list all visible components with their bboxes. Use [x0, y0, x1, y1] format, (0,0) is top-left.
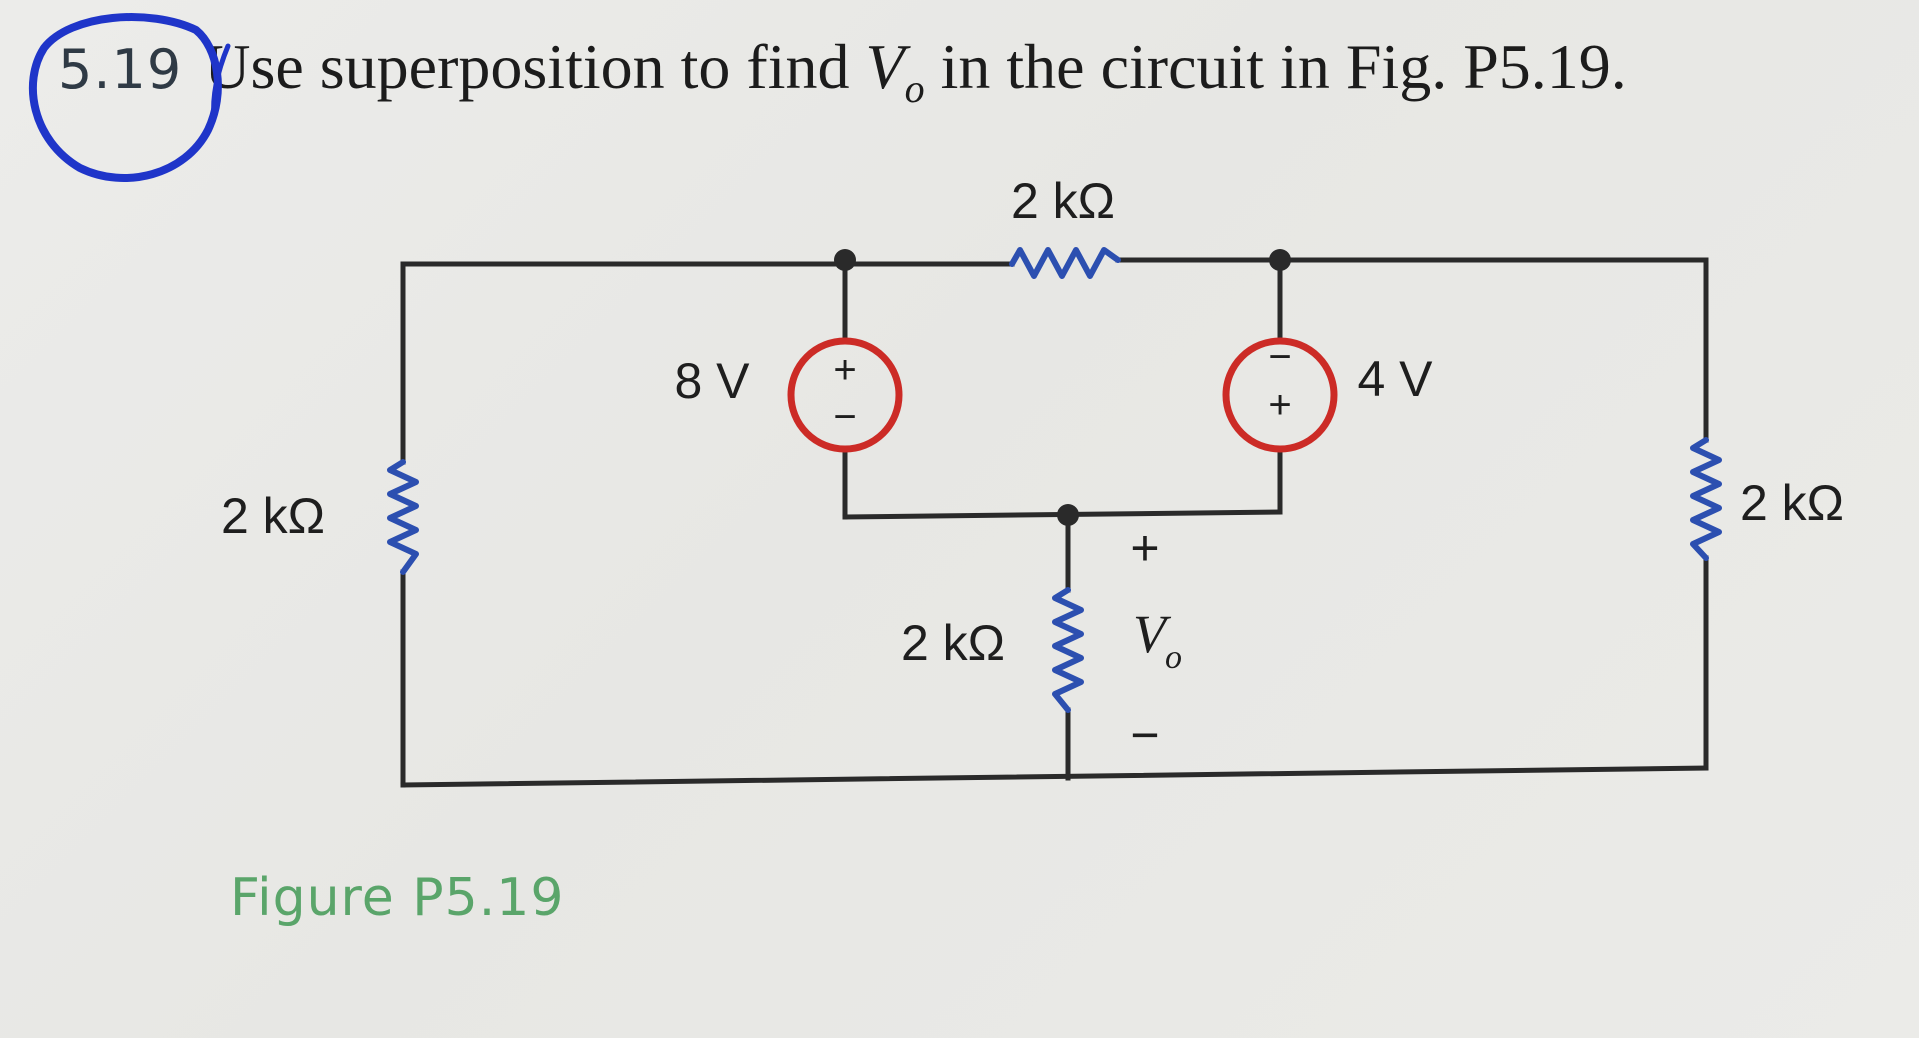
problem-text-before: Use superposition to find [204, 31, 866, 102]
label-source-4v: 4 V [1357, 351, 1433, 407]
source-8v-minus: − [833, 395, 856, 439]
resistors [387, 247, 1722, 713]
vo-plus-sign: + [1130, 520, 1159, 576]
vo-label: V [1133, 604, 1172, 664]
label-resistor-top: 2 kΩ [1011, 173, 1115, 229]
vo-subscript: o [1165, 639, 1182, 676]
label-resistor-middle: 2 kΩ [901, 615, 1005, 671]
voltage-source-4v: − + [1222, 335, 1338, 453]
node-top-right [1269, 249, 1291, 271]
node-top-left [834, 249, 856, 271]
problem-text: Use superposition to find Vo in the circ… [204, 30, 1627, 111]
resistor-left [387, 459, 419, 575]
figure-caption: Figure P5.19 [230, 868, 565, 928]
source-8v-circle [787, 337, 903, 453]
source-4v-minus: − [1268, 335, 1291, 379]
source-4v-plus: + [1268, 383, 1291, 427]
nodes [834, 249, 1291, 526]
vo-minus-sign: − [1130, 707, 1159, 763]
resistor-right [1690, 437, 1722, 561]
source-4v-circle [1222, 337, 1338, 453]
wires [400, 257, 1709, 788]
voltage-source-8v: + − [787, 337, 903, 453]
problem-statement: 5.19 Use superposition to find Vo in the… [58, 30, 1627, 111]
label-source-8v: 8 V [674, 353, 750, 409]
bottom-wire [400, 765, 1709, 788]
problem-variable: V [865, 31, 905, 102]
resistor-middle [1052, 587, 1084, 713]
resistor-top [1009, 247, 1121, 279]
node-middle [1057, 504, 1079, 526]
source-8v-plus: + [833, 348, 856, 392]
label-resistor-right: 2 kΩ [1740, 475, 1844, 531]
label-resistor-left: 2 kΩ [221, 488, 325, 544]
problem-variable-subscript: o [904, 66, 925, 111]
problem-text-after: in the circuit in Fig. P5.19. [924, 31, 1627, 102]
